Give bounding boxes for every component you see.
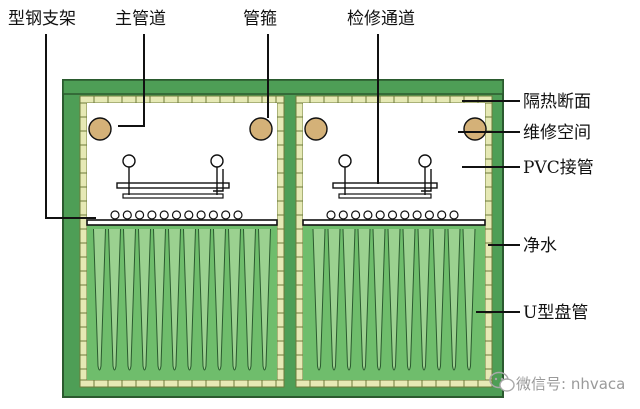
insulation-layer bbox=[62, 79, 504, 388]
header-pipe-circle bbox=[375, 210, 385, 220]
u-coil-tube bbox=[228, 228, 241, 371]
separator-bar bbox=[86, 219, 278, 226]
header-pipe-circle bbox=[326, 210, 336, 220]
label-pipe-clamp: 管箍 bbox=[243, 9, 277, 29]
header-pipe-circle bbox=[233, 210, 243, 220]
header-pipe-circle bbox=[351, 210, 361, 220]
label-u-coil: U型盘管 bbox=[523, 303, 588, 323]
pvc-fitting-circle bbox=[210, 154, 224, 168]
pvc-fitting-circle bbox=[122, 154, 136, 168]
tank-top-rim bbox=[62, 79, 504, 95]
maintenance-space-area bbox=[303, 103, 485, 220]
header-pipe-circle bbox=[171, 210, 182, 220]
manifold-frame bbox=[116, 182, 230, 189]
u-coil-tube bbox=[153, 228, 166, 371]
u-coil-tube bbox=[93, 228, 106, 371]
label-main-pipe: 主管道 bbox=[115, 9, 166, 29]
label-maintenance-space: 维修空间 bbox=[523, 123, 591, 143]
wechat-icon bbox=[489, 371, 515, 392]
riser-elbow bbox=[421, 169, 432, 192]
pvc-fitting-circle bbox=[338, 154, 352, 168]
u-coil-tube bbox=[213, 228, 226, 371]
leader-lines bbox=[45, 34, 520, 313]
header-pipe-circle bbox=[449, 210, 459, 220]
leader-line bbox=[45, 34, 96, 219]
header-pipe-circle bbox=[338, 210, 348, 220]
u-coil-bundles bbox=[93, 228, 476, 371]
u-coil-tube bbox=[402, 228, 416, 371]
label-insulation-section: 隔热断面 bbox=[523, 92, 591, 112]
header-pipe-circle bbox=[437, 210, 447, 220]
u-coil-tube bbox=[183, 228, 196, 371]
insulation-band bbox=[79, 379, 285, 388]
header-pipe-circle bbox=[400, 210, 410, 220]
manifold-lower-rail bbox=[122, 193, 224, 199]
header-pipe-circle bbox=[122, 210, 132, 220]
u-coil-tube bbox=[108, 228, 121, 371]
insulation-band bbox=[79, 95, 285, 104]
u-coil-tube bbox=[138, 228, 151, 371]
header-pipe-circle bbox=[135, 210, 145, 220]
header-pipe-circle bbox=[159, 210, 169, 220]
header-pipe-circle bbox=[147, 210, 157, 220]
u-coil-tube bbox=[243, 228, 256, 371]
leader-line bbox=[118, 34, 145, 127]
u-coil-tube bbox=[417, 228, 431, 371]
riser-elbow bbox=[213, 169, 224, 192]
watermark-text: 微信号: nhvaca bbox=[516, 375, 625, 393]
header-pipe-circle bbox=[196, 210, 206, 220]
label-clean-water: 净水 bbox=[523, 236, 557, 256]
u-coil-tube bbox=[447, 228, 461, 371]
u-coil-tube bbox=[327, 228, 341, 371]
pvc-fitting-circle bbox=[418, 154, 432, 168]
pipe-clamp-circle bbox=[304, 117, 328, 141]
pipe-clamp-circle bbox=[249, 117, 273, 141]
pipe-clamp-circle bbox=[463, 117, 487, 141]
piping-hardware bbox=[86, 117, 487, 226]
u-coil-tube bbox=[372, 228, 386, 371]
label-steel-support: 型钢支架 bbox=[8, 9, 76, 29]
u-coil-tube bbox=[357, 228, 371, 371]
header-pipe-circle bbox=[387, 210, 398, 220]
header-pipe-circle bbox=[221, 210, 231, 220]
pipe-clamp-circle bbox=[88, 117, 112, 141]
watermark: 微信号: nhvaca bbox=[489, 371, 625, 393]
manifold-lower-rail bbox=[338, 193, 432, 199]
header-pipe-circle bbox=[412, 210, 422, 220]
u-coil-tube bbox=[462, 228, 476, 371]
u-coil-tube bbox=[168, 228, 181, 371]
header-pipe-circle bbox=[110, 210, 120, 220]
u-coil-tube bbox=[312, 228, 326, 371]
header-pipe-circle bbox=[363, 210, 373, 220]
manifold-frame bbox=[332, 182, 438, 189]
label-pvc-fitting: PVC接管 bbox=[523, 158, 594, 178]
header-pipe-circle bbox=[208, 210, 218, 220]
maintenance-space-area bbox=[87, 103, 277, 220]
u-coil-tube bbox=[123, 228, 136, 371]
u-coil-tube bbox=[342, 228, 356, 371]
u-coil-tube bbox=[198, 228, 211, 371]
separator-bar bbox=[302, 219, 486, 226]
u-coil-tube bbox=[258, 228, 271, 371]
u-coil-tube bbox=[387, 228, 401, 371]
label-service-passage: 检修通道 bbox=[347, 9, 415, 29]
header-pipe-circle bbox=[184, 210, 194, 220]
header-pipe-circle bbox=[424, 210, 434, 220]
u-coil-tube bbox=[432, 228, 446, 371]
